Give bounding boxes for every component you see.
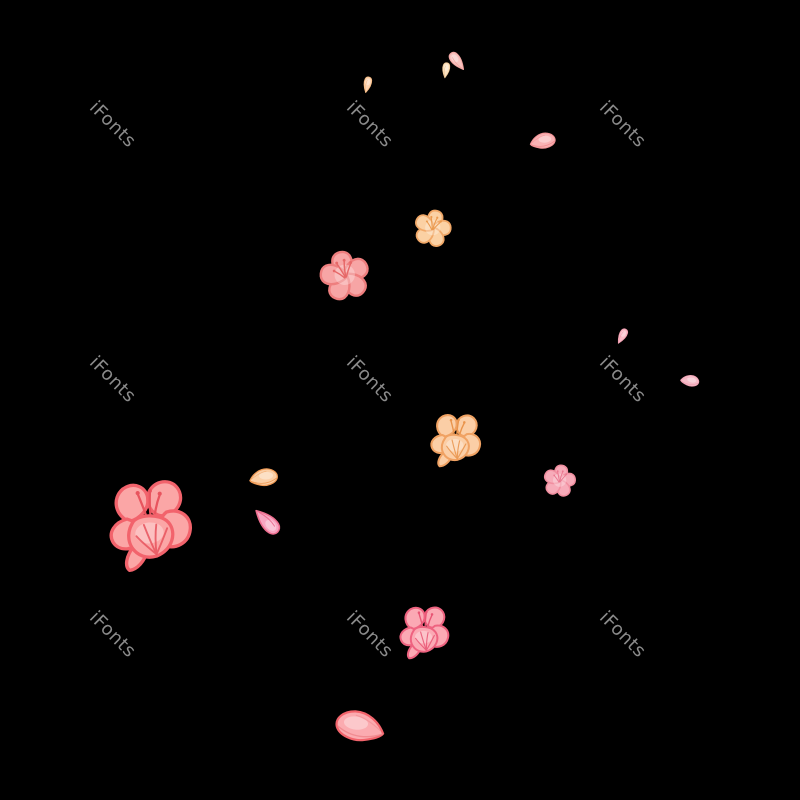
flower-pink-small-right — [539, 462, 579, 501]
petal-pink-bottom — [335, 709, 386, 743]
petal-cream-top-pair — [441, 62, 451, 79]
flower-pink-large-left — [106, 479, 195, 572]
petal-magenta-middle — [251, 505, 283, 537]
petal-pink-mid-right — [615, 327, 630, 346]
flower-peach-top — [408, 205, 457, 252]
petal-peach-middle — [249, 468, 278, 486]
flower-pink-side-bottom — [400, 607, 449, 659]
petal-pink-far-right — [679, 373, 700, 388]
flower-pink-top — [314, 246, 376, 307]
petal-peach-top-center — [362, 76, 373, 94]
petal-pink-top-right — [529, 132, 556, 150]
flower-peach-side — [430, 414, 482, 468]
